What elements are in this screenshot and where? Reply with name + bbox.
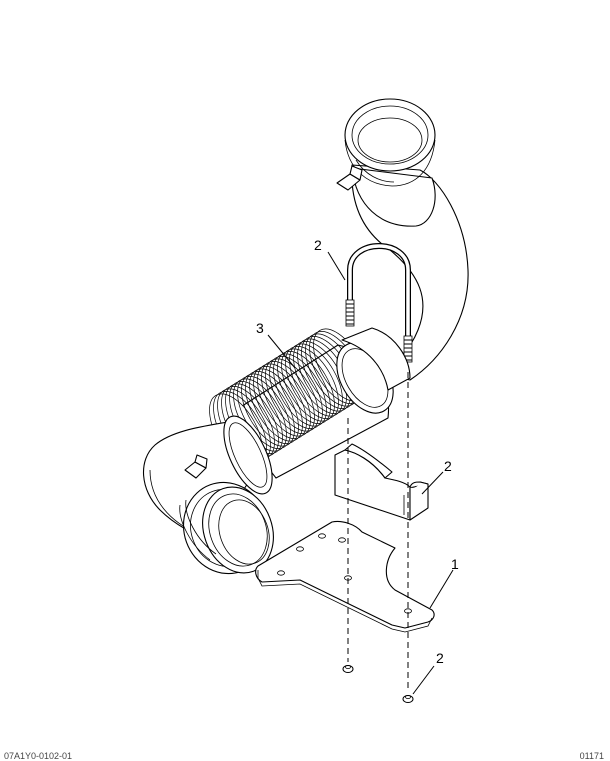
lower-elbow-pipe [143,415,274,575]
mounting-plate [255,520,435,633]
hose-rib [281,348,335,422]
hose-rib [285,346,339,419]
u-bolt-thread-right [403,335,413,363]
hose-rib [273,353,327,427]
nut-right [402,695,414,703]
saddle-bracket [334,443,429,521]
nut-left [342,665,354,673]
u-bolt-thread-left [345,299,355,327]
flexible-hose [209,327,411,479]
callout-plate: 1 [429,556,459,609]
upper-elbow-pipe [336,98,469,381]
callout-bracket: 2 [421,458,452,495]
callout-label-nut: 2 [436,650,444,666]
u-bolt [345,243,413,363]
hose-rib [269,356,323,429]
callout-u-bolt: 2 [314,237,346,281]
hose-rib [245,371,299,444]
callout-label-u-bolt: 2 [314,237,322,253]
callout-hose: 3 [256,320,296,369]
hose-rib [249,368,303,442]
hose-rib [277,351,331,424]
sheet-number-label: 01171 [579,751,604,761]
hose-rib [289,343,343,417]
hose-rib [241,373,295,447]
hose-rib [265,358,319,432]
hex-nuts [342,665,414,703]
callout-nut: 2 [412,650,444,695]
hose-rib [257,363,311,437]
hose-rib [261,361,315,434]
assembly-center-lines [347,372,409,692]
callout-label-hose: 3 [256,320,264,336]
callout-label-bracket: 2 [444,458,452,474]
hose-rib [253,366,307,439]
callout-label-plate: 1 [451,556,459,572]
figure-id-label: 07A1Y0-0102-01 [4,751,73,761]
